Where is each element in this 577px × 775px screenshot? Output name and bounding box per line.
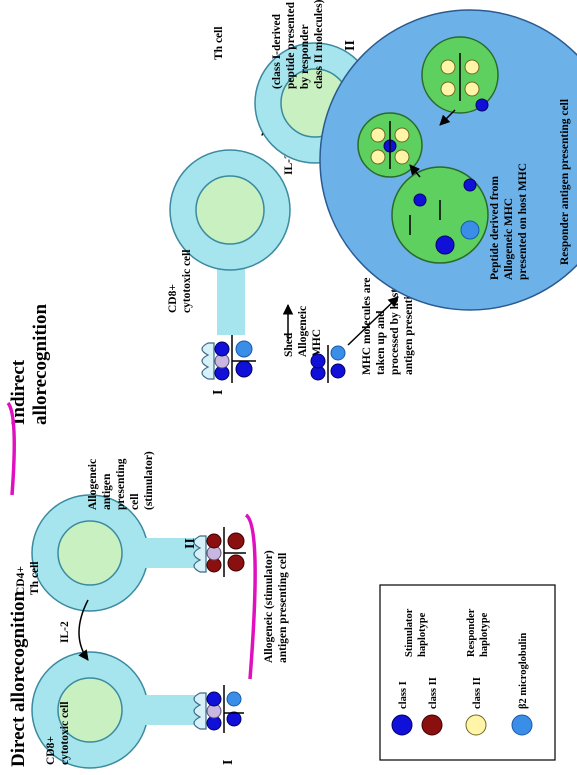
direct-title: Direct allorecognition xyxy=(8,591,29,767)
legend: class I class II Stimulator haplotype cl… xyxy=(379,584,556,761)
indirect-apc-2: antigen xyxy=(101,473,113,510)
legend-class-i-swatch xyxy=(391,714,413,736)
indirect-cd8-2: cytotoxic cell xyxy=(181,249,193,313)
shed-1: Shed xyxy=(283,332,295,357)
legend-box xyxy=(379,584,556,761)
indirect-th-label: Th cell xyxy=(213,26,225,60)
direct-class-ii-label: II xyxy=(183,538,198,549)
processed-2: taken up and xyxy=(375,310,387,375)
direct-class-ii-complex xyxy=(193,527,246,577)
indirect-class-i-complex xyxy=(201,335,256,383)
legend-class-ii-swatch xyxy=(421,714,443,736)
responder-label: Responder antigen presenting cell xyxy=(559,99,571,265)
peptide-1: Peptide derived from xyxy=(489,176,501,280)
indirect-title-2: allorecognition xyxy=(30,304,51,425)
indirect-classii-4: class II molecules) xyxy=(313,0,325,89)
direct-cd4-cell xyxy=(31,494,200,612)
indirect-title-1: Indirect xyxy=(8,359,29,425)
direct-apc-membrane xyxy=(244,513,257,680)
indirect-apc-1: Allogeneic xyxy=(87,459,99,510)
direct-class-i-label: I xyxy=(221,760,236,765)
shed-mhc-molecule xyxy=(310,345,346,383)
indirect-allorecognition-panel: Indirect allorecognition Allogeneic anti… xyxy=(6,0,577,510)
indirect-apc-5: (stimulator) xyxy=(143,451,155,510)
processed-3: processed by host xyxy=(389,289,401,375)
peptide-3: presented on host MHC xyxy=(517,163,529,280)
legend-stim-2: haplotype xyxy=(417,612,428,657)
direct-il2-label: IL-2 xyxy=(59,621,71,643)
indirect-cd8-cell xyxy=(169,149,291,335)
legend-class-ii: class II xyxy=(428,677,439,709)
legend-resp-2: haplotype xyxy=(479,612,490,657)
shed-2: Allogeneic xyxy=(297,306,309,357)
indirect-class-ii-label: II xyxy=(343,40,358,51)
legend-b2m: β2 microglobulin xyxy=(518,633,529,709)
direct-allorecognition-panel: Direct allorecognition CD8+ cytotoxic ce… xyxy=(8,494,289,769)
legend-responder-swatch xyxy=(465,714,487,736)
processed-1: MHC molecules are xyxy=(361,277,373,375)
indirect-classii-2: peptide presented xyxy=(285,1,297,89)
indirect-classii-3: by responder xyxy=(299,24,311,89)
direct-cd8-cell xyxy=(31,651,200,769)
indirect-classii-1: (class I-derived xyxy=(271,13,283,89)
legend-resp-1: Responder xyxy=(466,608,477,657)
legend-b2m-swatch xyxy=(511,714,533,736)
indirect-cd8-1: CD8+ xyxy=(167,284,179,313)
responder-apc xyxy=(319,9,577,311)
direct-apc-label-2: antigen presenting cell xyxy=(277,553,289,663)
indirect-apc-4: cell xyxy=(129,493,141,510)
shed-3: MHC xyxy=(311,329,323,357)
uptake-arrow xyxy=(347,296,399,346)
direct-il2-arrow xyxy=(78,599,89,661)
legend-class-i: class I xyxy=(398,681,409,709)
indirect-allo-apc-membrane xyxy=(6,401,16,496)
legend-stim-1: Stimulator xyxy=(404,608,415,657)
direct-apc-label-1: Allogeneic (stimulator) xyxy=(263,550,275,663)
direct-cd8-label-2: cytotoxic cell xyxy=(59,701,71,765)
direct-cd4-label-1: CD4+ xyxy=(15,566,27,595)
direct-cd8-label-1: CD8+ xyxy=(45,736,57,765)
peptide-2: Allogeneic MHC xyxy=(503,198,515,280)
direct-cd4-label-2: Th cell xyxy=(29,561,41,595)
indirect-apc-3: presenting xyxy=(115,458,127,510)
indirect-class-i-label: I xyxy=(211,390,226,395)
direct-class-i-complex xyxy=(193,685,244,733)
legend-class-ii-resp: class II xyxy=(472,677,483,709)
